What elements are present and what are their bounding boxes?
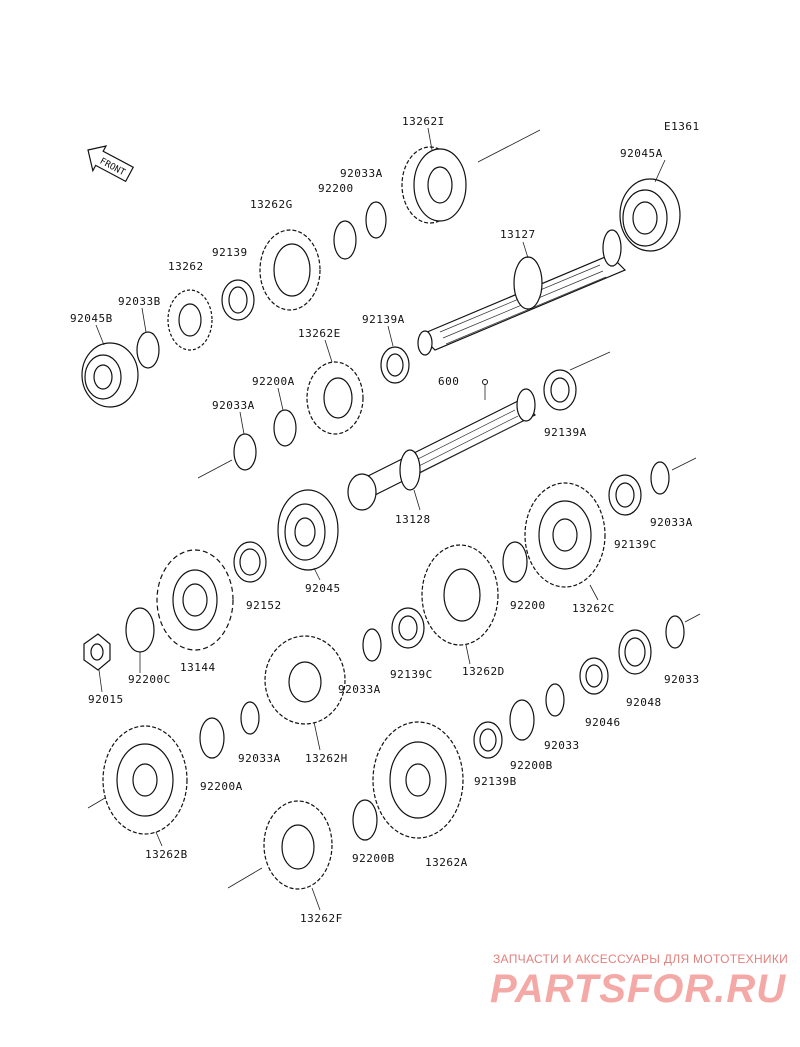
- label-92033A-right: 92033A: [650, 516, 693, 529]
- gear-13262: [167, 289, 213, 351]
- label-92200A-low: 92200A: [200, 780, 243, 793]
- label-13262: 13262: [168, 260, 204, 273]
- label-92200B-right: 92200B: [510, 759, 553, 772]
- label-92200-top: 92200: [318, 182, 354, 195]
- nut-92015: [83, 633, 111, 671]
- label-92046: 92046: [585, 716, 621, 729]
- label-92139C-mid: 92139C: [390, 668, 433, 681]
- washer-92200C: [125, 607, 155, 653]
- washer-92200A-top: [273, 409, 297, 447]
- label-92045A: 92045A: [620, 147, 663, 160]
- label-92015: 92015: [88, 693, 124, 706]
- needle-bearing-92046: [579, 657, 609, 695]
- drive-shaft-13128: [347, 388, 537, 511]
- circlip-92033A-mid: [233, 433, 257, 471]
- label-92139A-mid: 92139A: [544, 426, 587, 439]
- label-13262E: 13262E: [298, 327, 341, 340]
- needle-bearing-92139C-mid: [391, 607, 425, 649]
- label-92048: 92048: [626, 696, 662, 709]
- needle-bearing-92139: [221, 279, 255, 321]
- needle-bearing-92139C-right: [608, 474, 642, 516]
- gear-13262B: [102, 725, 188, 835]
- label-92139C-right: 92139C: [614, 538, 657, 551]
- bearing-92045A: [619, 178, 681, 252]
- washer-92200-top: [333, 220, 357, 260]
- label-13144: 13144: [180, 661, 216, 674]
- label-600: 600: [438, 375, 459, 388]
- label-13128: 13128: [395, 513, 431, 526]
- label-13262C: 13262C: [572, 602, 615, 615]
- label-13262F: 13262F: [300, 912, 343, 925]
- label-92033B: 92033B: [118, 295, 161, 308]
- label-92033A-mid: 92033A: [212, 399, 255, 412]
- gear-13262F: [263, 800, 333, 890]
- leader-lines: [95, 127, 666, 911]
- gear-13262H: [264, 635, 346, 725]
- washer-92200A-low: [199, 717, 225, 759]
- label-13262H: 13262H: [305, 752, 348, 765]
- label-92200C: 92200C: [128, 673, 171, 686]
- label-92139: 92139: [212, 246, 248, 259]
- circlip-92033B: [136, 331, 160, 369]
- label-13262D: 13262D: [462, 665, 505, 678]
- gear-13262E: [306, 361, 364, 435]
- washer-92048: [618, 629, 652, 675]
- watermark-logo: PARTSFOR.RU: [490, 967, 786, 1011]
- label-92033A-low: 92033A: [338, 683, 381, 696]
- label-92033-low: 92033: [544, 739, 580, 752]
- washer-92200-mid: [502, 541, 528, 583]
- circlip-92033: [665, 615, 685, 649]
- label-92045B: 92045B: [70, 312, 113, 325]
- bearing-92045: [277, 489, 339, 571]
- gear-13262I: [401, 146, 467, 224]
- gear-13262G: [259, 229, 321, 311]
- output-shaft-13127: [417, 229, 627, 356]
- bushing-92139B: [473, 721, 503, 759]
- washer-92200B-low: [352, 799, 378, 841]
- oil-hole-marker: [482, 379, 488, 385]
- front-arrow-icon: FRONT: [87, 145, 135, 183]
- collar-92152: [233, 541, 267, 583]
- watermark-subtitle: ЗАПЧАСТИ И АКСЕССУАРЫ ДЛЯ МОТОТЕХНИКИ: [493, 952, 788, 966]
- sprocket-13144: [156, 549, 234, 651]
- drawing-code: E1361: [664, 120, 700, 133]
- label-92200-mid: 92200: [510, 599, 546, 612]
- circlip-92033A-low: [362, 628, 382, 662]
- label-92033: 92033: [664, 673, 700, 686]
- label-13262G: 13262G: [250, 198, 293, 211]
- label-13262A: 13262A: [425, 856, 468, 869]
- circlip-92033A-top: [365, 201, 387, 239]
- label-92200B-low: 92200B: [352, 852, 395, 865]
- gear-13262C: [524, 482, 606, 588]
- label-92152: 92152: [246, 599, 282, 612]
- bearing-92045B: [81, 342, 139, 408]
- label-92045: 92045: [305, 582, 341, 595]
- circlip-92033-low: [545, 683, 565, 717]
- washer-92200B-right: [509, 699, 535, 741]
- label-92139B: 92139B: [474, 775, 517, 788]
- circlip-92033A-right: [650, 461, 670, 495]
- label-13262I: 13262I: [402, 115, 445, 128]
- label-92139A-top: 92139A: [362, 313, 405, 326]
- label-92033A-low2: 92033A: [238, 752, 281, 765]
- label-92033A-top: 92033A: [340, 167, 383, 180]
- circlip-92033A-low2: [240, 701, 260, 735]
- part-labels: 13262I 92033A 92200 92045A 13262G 92139 …: [70, 115, 700, 925]
- label-13127: 13127: [500, 228, 536, 241]
- bushing-92139A-top: [380, 346, 410, 384]
- bushing-92139A-mid: [543, 369, 577, 411]
- gear-13262A: [372, 721, 464, 839]
- label-92200A-top: 92200A: [252, 375, 295, 388]
- gear-13262D: [421, 544, 499, 646]
- label-13262B: 13262B: [145, 848, 188, 861]
